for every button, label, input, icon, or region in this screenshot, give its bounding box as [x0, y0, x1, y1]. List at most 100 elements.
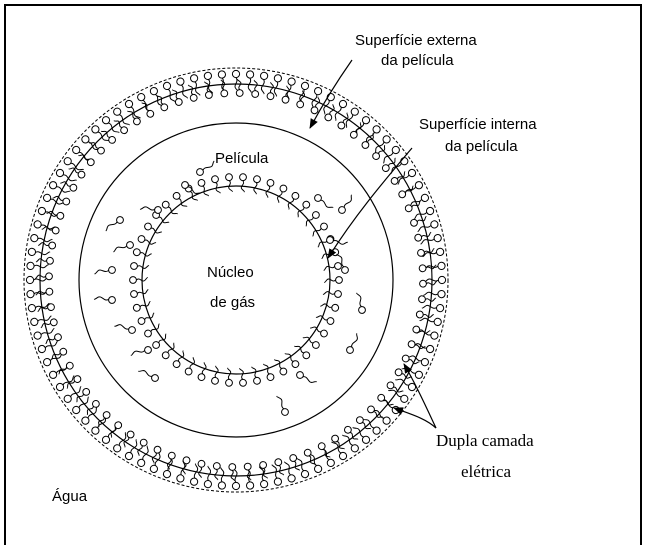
surfactant-molecule	[143, 323, 162, 338]
surfactant-molecule	[262, 179, 274, 198]
surfactant-molecule	[419, 264, 436, 272]
surfactant-molecule	[133, 301, 152, 312]
surfactant-molecule	[171, 88, 183, 106]
surfactant-molecule	[28, 248, 50, 258]
surfactant-molecule	[320, 301, 339, 312]
surfactant-molecule	[296, 81, 310, 103]
surfactant-molecule	[37, 340, 59, 354]
surfactant-molecule	[68, 164, 86, 179]
surfactant-molecule	[27, 262, 49, 271]
double-layer-label-line1: Dupla camada	[436, 431, 534, 450]
surfactant-molecule	[258, 72, 268, 94]
surfactant-molecule	[218, 468, 227, 490]
surfactant-molecule	[162, 81, 176, 103]
surfactant-molecule	[259, 461, 268, 479]
surfactant-molecule	[343, 425, 359, 443]
inner-surface-arrow	[328, 148, 412, 258]
surfactant-molecule	[422, 302, 444, 312]
figure-frame	[5, 5, 641, 545]
surfactant-molecule	[295, 370, 316, 386]
surfactant-molecule	[410, 215, 428, 227]
surfactant-molecule	[345, 333, 361, 354]
surfactant-molecule	[33, 327, 55, 340]
surfactant-molecule	[130, 262, 149, 271]
double-layer-arrow-2	[394, 408, 436, 428]
surfactant-molecule	[420, 280, 437, 287]
surfactant-molecule	[94, 266, 115, 275]
water-label: Água	[52, 488, 88, 505]
surfactant-molecule	[176, 77, 189, 99]
surfactant-molecule	[44, 333, 62, 345]
surfactant-molecule	[337, 194, 356, 214]
surfactant-molecule	[197, 179, 209, 198]
surfactant-molecule	[296, 456, 310, 478]
surfactant-molecule	[130, 277, 148, 284]
surfactant-molecule	[225, 368, 233, 386]
surfactant-molecule	[310, 222, 329, 237]
surfactant-molecule	[204, 466, 214, 488]
surfactant-molecule	[320, 248, 339, 259]
surfactant-molecule	[143, 222, 162, 237]
film-label: Película	[215, 150, 269, 167]
surfactant-molecule	[251, 80, 259, 97]
surfactant-molecule	[130, 289, 149, 298]
surfactant-molecule	[337, 112, 352, 130]
free-surfactant-molecules	[94, 160, 366, 416]
surfactant-molecule	[310, 323, 329, 338]
surfactant-molecule	[323, 289, 342, 298]
surfactant-molecule	[37, 303, 55, 312]
surfactant-molecule	[133, 248, 152, 259]
surfactant-molecule	[71, 396, 92, 415]
surfactant-molecule	[289, 454, 301, 472]
surfactant-molecule	[35, 273, 52, 280]
surfactant-molecule	[101, 115, 120, 136]
surfactant-molecule	[204, 81, 213, 99]
surfactant-molecule	[36, 256, 53, 264]
surfactant-molecule	[73, 387, 91, 403]
surfactant-molecule	[356, 292, 366, 314]
surfactant-molecule	[244, 463, 252, 480]
surfactant-molecule	[138, 366, 159, 382]
surfactant-molecule	[245, 71, 254, 93]
surfactant-molecule	[112, 107, 130, 129]
surfactant-molecule	[412, 340, 434, 354]
surfactant-molecule	[211, 366, 221, 385]
surfactant-molecule	[380, 145, 401, 164]
surfactant-molecule	[63, 386, 85, 404]
surfactant-molecule	[130, 346, 152, 356]
surfactant-molecule	[239, 174, 247, 192]
inner-surface-label-line2: da película	[445, 138, 518, 155]
surfactant-molecule	[197, 362, 209, 381]
gas-core-label-line2: de gás	[210, 294, 255, 311]
surfactant-molecule	[283, 460, 296, 482]
surfactant-molecule	[352, 424, 371, 445]
surfactant-molecule	[195, 160, 216, 176]
surfactant-molecule	[103, 215, 124, 231]
surfactant-molecule	[114, 321, 136, 335]
surfactant-molecule	[388, 156, 410, 174]
surfactant-molecule	[236, 79, 243, 96]
surfactant-molecule	[424, 289, 446, 298]
surfactant-molecule	[239, 368, 247, 386]
surfactant-molecule	[94, 294, 116, 304]
surfactant-molecule	[225, 174, 233, 192]
surfactant-molecule	[381, 157, 399, 173]
surfactant-molecule	[112, 241, 134, 253]
surfactant-molecule	[386, 381, 404, 396]
surfactant-molecule	[323, 262, 342, 271]
surfactant-molecule	[229, 464, 236, 481]
surfactant-molecule	[313, 193, 333, 212]
outer-surface-label-line1: Superfície externa	[355, 32, 477, 49]
surfactant-molecule	[120, 430, 135, 448]
surfactant-molecule	[342, 432, 360, 454]
surfactant-molecule	[36, 288, 53, 296]
surfactant-molecule	[220, 80, 228, 97]
surfactant-molecule	[212, 462, 220, 479]
surfactant-molecule	[416, 220, 438, 233]
surfactant-molecule	[140, 204, 162, 214]
surfactant-molecule	[251, 366, 261, 385]
surfactant-molecule	[418, 295, 435, 303]
gas-core-label-line1: Núcleo	[207, 264, 254, 281]
